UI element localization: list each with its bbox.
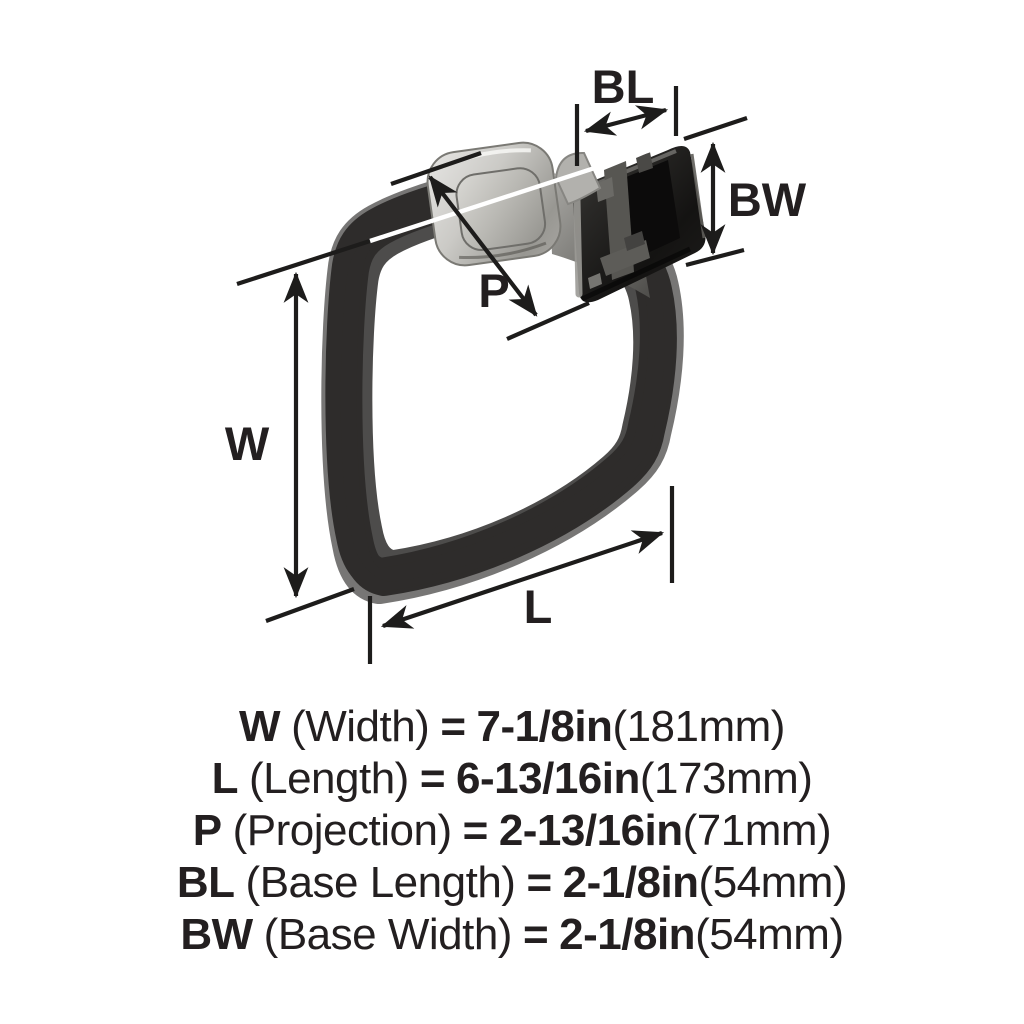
p-lower-extension-line (506, 301, 590, 341)
spec-line-width: W(Width)=7-1/8in(181mm) (0, 701, 1024, 753)
w-bottom-extension-line (265, 587, 355, 623)
spec-imperial-value: 2-1/8in (562, 858, 699, 907)
mounting-bracket-details (588, 152, 680, 289)
base-corner-flange (554, 151, 602, 206)
spec-symbol: L (211, 754, 239, 803)
p-dimension-arrow (428, 175, 538, 317)
spec-imperial-value: 7-1/8in (476, 702, 613, 751)
w-dimension-label: W (225, 417, 270, 470)
spec-symbol: BL (176, 858, 235, 907)
bw-dimension-label: BW (728, 173, 807, 226)
mounting-base (554, 145, 706, 303)
spec-equals: = (462, 806, 489, 855)
p-dimension-label: P (478, 264, 509, 317)
l-dimension-arrow (380, 530, 665, 629)
spec-name: (Projection) (232, 806, 452, 855)
spec-line-length: L(Length)=6-13/16in(173mm) (0, 753, 1024, 805)
spec-line-base-length: BL(Base Length)=2-1/8in(54mm) (0, 857, 1024, 909)
spec-metric-value: (173mm) (639, 754, 813, 803)
bl-dimension-label: BL (592, 60, 655, 113)
spec-metric-value: (54mm) (698, 858, 848, 907)
spec-metric-value: (54mm) (695, 910, 844, 959)
bl-dimension-arrow (583, 105, 669, 136)
bw-top-extension-line (683, 116, 748, 141)
towel-ring-illustration (339, 136, 706, 587)
spec-name: (Width) (291, 702, 430, 751)
spec-line-projection: P(Projection)=2-13/16in(71mm) (0, 805, 1024, 857)
spec-line-base-width: BW(Base Width)=2-1/8in(54mm) (0, 909, 1024, 961)
spec-equals: = (526, 858, 552, 907)
l-dimension-label: L (524, 580, 553, 633)
spec-name: (Base Width) (263, 910, 513, 959)
spec-name: (Base Length) (245, 858, 516, 907)
spec-equals: = (522, 910, 549, 959)
p-upper-extension-line (390, 151, 482, 186)
spec-symbol: P (192, 806, 222, 855)
dimension-annotations (236, 86, 748, 664)
dimension-spec-list: W(Width)=7-1/8in(181mm) L(Length)=6-13/1… (0, 701, 1024, 961)
spec-imperial-value: 2-13/16in (498, 806, 683, 855)
spec-imperial-value: 6-13/16in (456, 754, 640, 803)
spec-equals: = (419, 754, 446, 803)
spec-metric-value: (71mm) (682, 806, 832, 855)
spec-name: (Length) (248, 754, 409, 803)
spec-symbol: BW (180, 910, 253, 959)
mount-knob (426, 141, 562, 267)
spec-metric-value: (181mm) (612, 702, 785, 751)
spec-symbol: W (239, 702, 281, 751)
spec-imperial-value: 2-1/8in (559, 910, 696, 959)
spec-equals: = (440, 702, 466, 751)
w-top-extension-line (236, 239, 371, 286)
bw-bottom-extension-line (685, 247, 745, 268)
